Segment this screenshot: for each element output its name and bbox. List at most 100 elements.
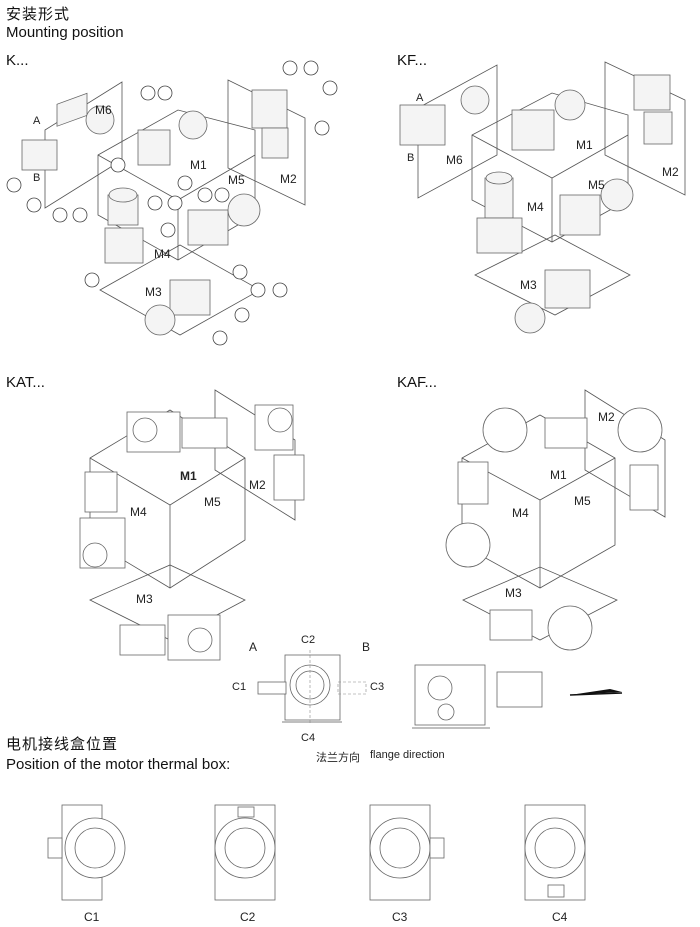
thermal-box-c1-terminal — [47, 837, 63, 859]
kaf-m2-motor — [629, 464, 659, 511]
thermal-label-c3: C3 — [392, 910, 408, 924]
flange-view-a — [257, 650, 367, 725]
thermal-box-c2 — [214, 804, 276, 901]
kf-diagram — [399, 61, 686, 334]
kf-m3-motor — [514, 302, 546, 334]
kf-m2-gearbox — [633, 74, 671, 111]
k-m2-gearbox — [251, 89, 288, 129]
k-diagram — [6, 60, 338, 346]
series-label-kat: KAT... — [6, 374, 45, 391]
kat-label-m4: M4 — [130, 505, 147, 519]
thermal-box-c1 — [47, 804, 126, 901]
thermal-box-c3 — [369, 804, 445, 901]
flange-pos-c2: C2 — [301, 634, 316, 646]
kf-m4-motor — [484, 177, 514, 219]
k-side-a: A — [33, 115, 41, 127]
kat-label-m5: M5 — [204, 495, 221, 509]
kf-m3-gearbox — [544, 269, 591, 309]
kaf-label-m1: M1 — [550, 468, 567, 482]
k-m3-gearbox — [169, 279, 211, 316]
series-label-kaf: KAF... — [397, 374, 438, 391]
kat-m3-motor — [119, 624, 166, 656]
title-chinese: 安装形式 — [6, 6, 71, 23]
flange-side-a: A — [249, 640, 258, 654]
k-symbol-icons — [6, 60, 338, 346]
kf-label-m5: M5 — [588, 178, 605, 192]
flange-pos-c4: C4 — [301, 732, 316, 744]
kat-plane-m3 — [89, 564, 246, 641]
kf-label-m3: M3 — [520, 278, 537, 292]
kat-m1-motor — [181, 417, 228, 449]
kaf-label-m5: M5 — [574, 494, 591, 508]
k-m5-motor — [227, 193, 261, 227]
k-label-m4: M4 — [154, 247, 171, 261]
k-m2-motor — [261, 127, 289, 159]
thermal-box-c3-terminal — [429, 837, 445, 859]
kat-diagram — [79, 389, 305, 661]
flange-b-motor — [496, 671, 543, 708]
flange-caption-cn: 法兰方向 — [316, 752, 360, 764]
kf-m1-gearbox — [511, 109, 555, 151]
thermal-box-c2-terminal — [237, 806, 255, 818]
flange-pos-c1: C1 — [232, 681, 247, 693]
kf-m5-motor — [600, 178, 634, 212]
series-label-kf: KF... — [397, 52, 428, 69]
flange-caption-en: flange direction — [370, 749, 445, 761]
kf-label-m4: M4 — [527, 200, 544, 214]
kaf-m1-flange — [482, 407, 528, 453]
k-m3-motor — [144, 304, 176, 336]
kaf-m2-flange — [617, 407, 663, 453]
kf-m2-motor — [643, 111, 673, 145]
kaf-m1-motor — [544, 417, 588, 449]
k-label-m2: M2 — [280, 172, 297, 186]
title-english: Mounting position — [6, 24, 124, 41]
flange-pos-c3: C3 — [370, 681, 385, 693]
k-m5-gearbox — [187, 209, 229, 246]
k-m1-motor — [178, 110, 208, 140]
k-m6-motor — [85, 105, 115, 135]
kf-side-b: B — [407, 152, 415, 164]
thermal-label-c1: C1 — [84, 910, 100, 924]
flange-view-b — [412, 664, 623, 729]
kat-m4-motor — [84, 471, 118, 513]
kaf-label-m4: M4 — [512, 506, 529, 520]
series-label-k: K... — [6, 52, 29, 69]
kf-m4-gearbox — [476, 217, 523, 254]
kf-label-m6: M6 — [446, 153, 463, 167]
flange-a-shaft-left — [257, 681, 287, 695]
k-side-b: B — [33, 172, 41, 184]
kat-m2-motor — [273, 454, 305, 501]
k-m1-gearbox — [137, 129, 171, 166]
kf-plane-m6 — [417, 64, 498, 199]
k-m4-gearbox — [104, 227, 144, 264]
kat-label-m2: M2 — [249, 478, 266, 492]
kaf-m3-flange — [547, 605, 593, 651]
kaf-m4-flange — [445, 522, 491, 568]
kf-plane-m3 — [474, 234, 631, 316]
kf-m1-motor — [554, 89, 586, 121]
thermal-title-chinese: 电机接线盒位置 — [6, 736, 119, 753]
thermal-title-english: Position of the motor thermal box: — [6, 756, 231, 773]
kaf-label-m2: M2 — [598, 410, 615, 424]
kf-side-a: A — [416, 92, 424, 104]
kaf-diagram — [445, 389, 666, 651]
thermal-label-c2: C2 — [240, 910, 256, 924]
kf-m5-gearbox — [559, 194, 601, 236]
kaf-m4-motor — [457, 461, 489, 505]
k-label-m5: M5 — [228, 173, 245, 187]
kaf-m3-motor — [489, 609, 533, 641]
kf-label-m2: M2 — [662, 165, 679, 179]
kf-label-m1: M1 — [576, 138, 593, 152]
flange-direction-arrow — [570, 689, 622, 695]
flange-side-b: B — [362, 640, 371, 654]
k-label-m1: M1 — [190, 158, 207, 172]
thermal-box-c4-terminal — [547, 884, 565, 898]
kf-m6-motor — [460, 85, 490, 115]
kat-label-m1: M1 — [180, 469, 197, 483]
k-label-m6: M6 — [95, 103, 112, 117]
kaf-label-m3: M3 — [505, 586, 522, 600]
k-label-m3: M3 — [145, 285, 162, 299]
kf-m6-gearbox — [399, 104, 446, 146]
kat-label-m3: M3 — [136, 592, 153, 606]
